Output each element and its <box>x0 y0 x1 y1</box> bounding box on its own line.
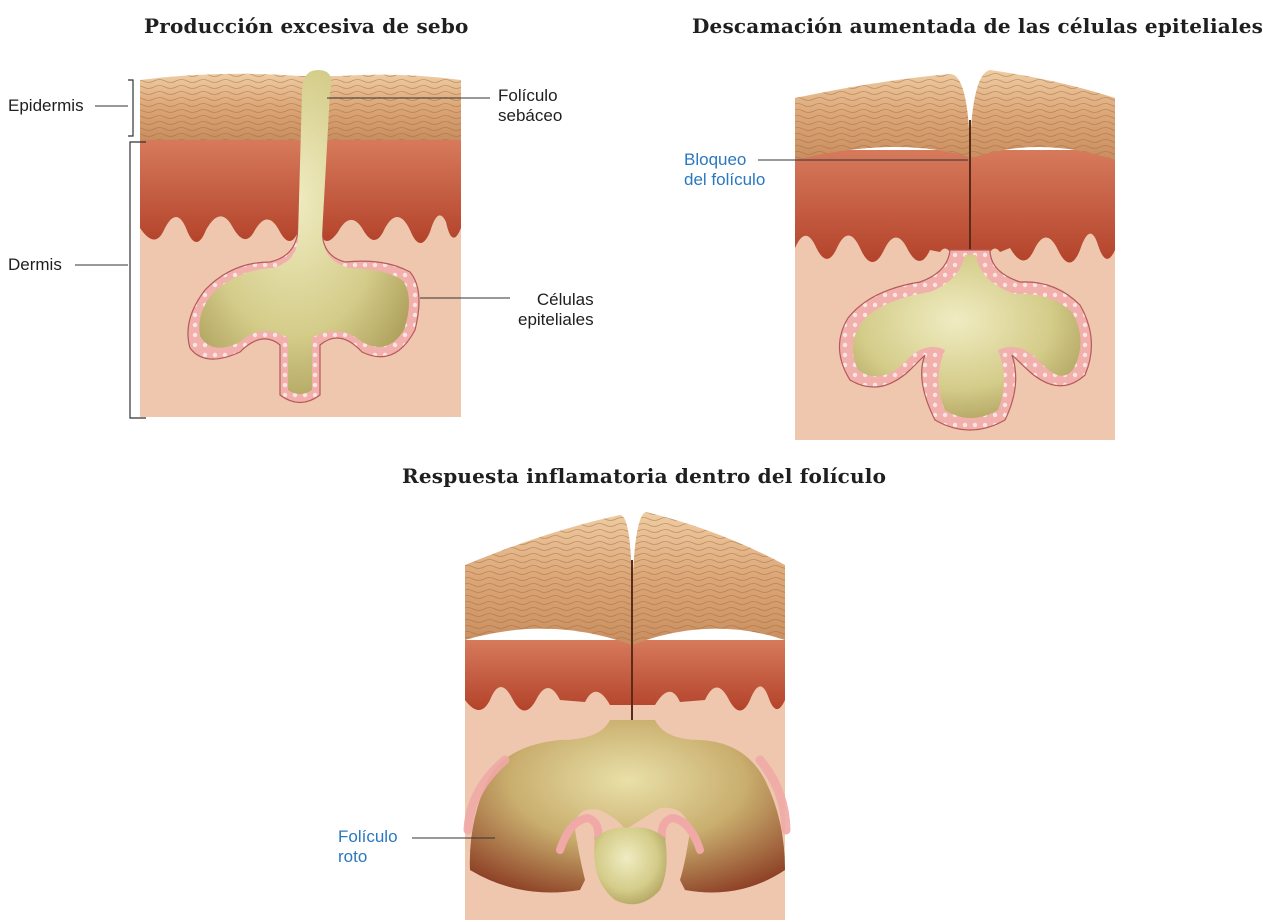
label-follicle-blockage: Bloqueo del folículo <box>684 150 765 190</box>
panel-2-illustration <box>758 70 1115 440</box>
epidermis-bracket <box>128 80 133 136</box>
panel-1-illustration <box>75 70 510 418</box>
label-epidermis: Epidermis <box>8 96 84 116</box>
label-dermis: Dermis <box>8 255 62 275</box>
label-ruptured-follicle: Folículo roto <box>338 827 398 867</box>
label-sebaceous-follicle: Folículo sebáceo <box>498 86 562 126</box>
panel-3-illustration <box>412 512 786 920</box>
label-epithelial-cells: Células epiteliales <box>518 290 594 330</box>
